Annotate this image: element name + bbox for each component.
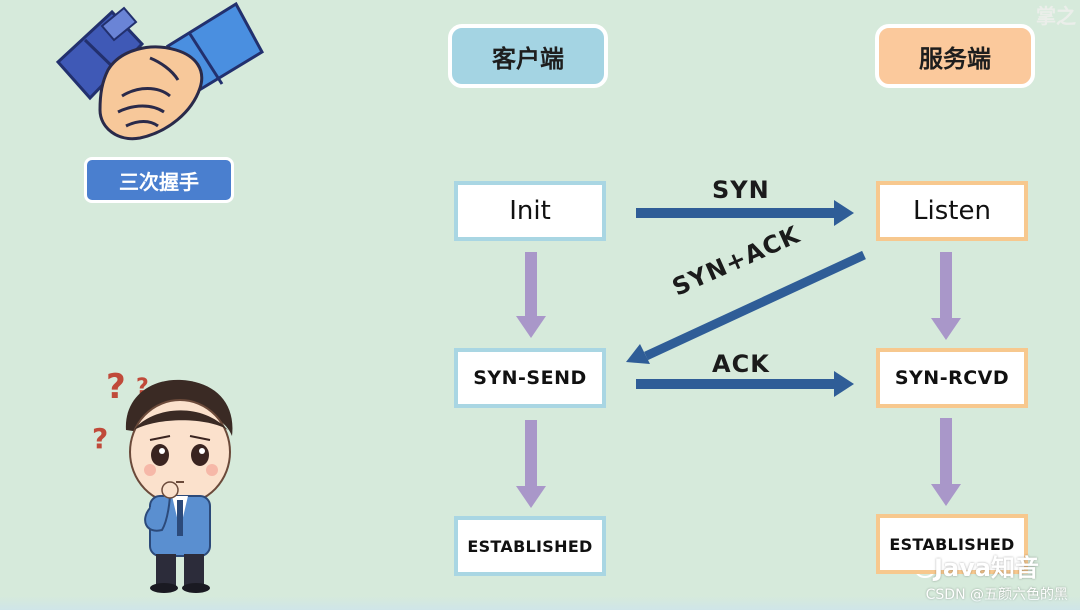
svg-text:?: ? [106, 367, 126, 407]
client-state-syn-send: SYN-SEND [454, 348, 606, 408]
syn-arrow [636, 200, 854, 226]
client-state-established: ESTABLISHED [454, 516, 606, 576]
client-state-init: Init [454, 181, 606, 241]
handshake-badge: 三次握手 [84, 157, 234, 203]
handshake-icon [55, 1, 264, 141]
syn-ack-arrow [626, 250, 866, 364]
server-state-established: ESTABLISHED [876, 514, 1028, 574]
wechat-watermark-text: Java知音 [934, 553, 1039, 582]
client-header: 客户端 [448, 24, 608, 88]
top-right-watermark: 掌之 [1036, 4, 1076, 28]
thinking-man-icon: ? ? ? [92, 367, 233, 593]
transition-arrow-client-2 [516, 420, 546, 508]
bottom-wave [0, 596, 1080, 610]
transition-arrow-server-2 [931, 418, 961, 506]
ack-arrow [636, 371, 854, 397]
server-state-syn-rcvd: SYN-RCVD [876, 348, 1028, 408]
wechat-watermark: Java知音 [900, 550, 1039, 582]
ack-label: ACK [712, 350, 770, 378]
transition-arrow-client-1 [516, 252, 546, 338]
syn-label: SYN [712, 176, 770, 204]
svg-text:?: ? [92, 422, 108, 455]
server-header: 服务端 [875, 24, 1035, 88]
server-state-listen: Listen [876, 181, 1028, 241]
transition-arrow-server-1 [931, 252, 961, 340]
